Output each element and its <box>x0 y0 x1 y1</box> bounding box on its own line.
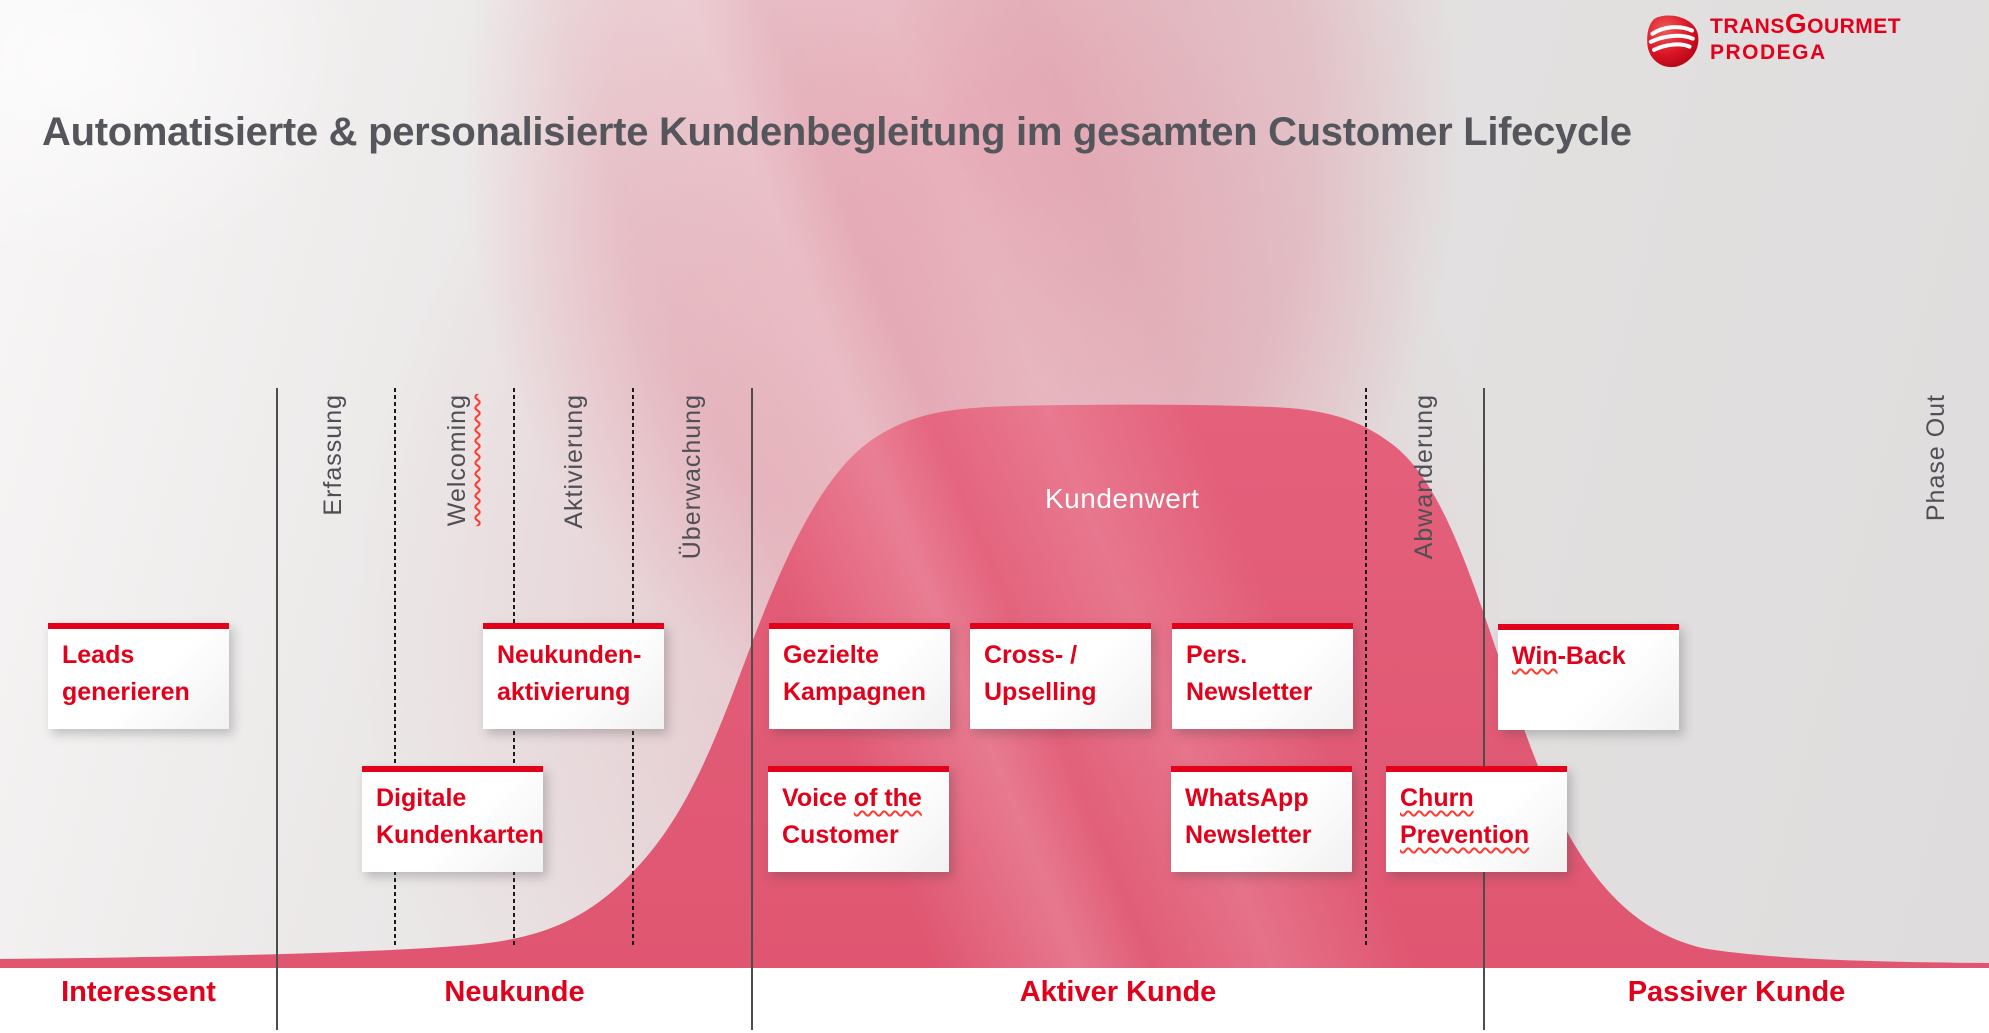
card-line: Neukunden- <box>497 641 642 669</box>
card-text-segment: Win <box>1512 642 1558 670</box>
phase-label-passiver-kunde: Passiver Kunde <box>1627 976 1846 1008</box>
stage-label-welcoming: Welcoming <box>443 394 471 527</box>
card-line: aktivierung <box>497 678 631 706</box>
card-line: Prevention <box>1400 821 1530 849</box>
phase-label-aktiver-kunde: Aktiver Kunde <box>1019 976 1217 1008</box>
card-voice-of-the-customer: Voice of the Customer <box>768 766 949 872</box>
card-line: Pers. <box>1186 641 1248 669</box>
card-line: Kundenkarten <box>376 821 545 849</box>
stage-label-abwanderung: Abwanderung <box>1410 394 1438 560</box>
stage-label-aktivierung: Aktivierung <box>560 394 588 529</box>
card-line: Newsletter <box>1186 678 1313 706</box>
phase-divider-line-neukunde-aktiver <box>751 388 753 1030</box>
fork-logo-icon <box>1647 15 1699 68</box>
phase-divider-line-aktiver-passiver <box>1483 388 1485 1030</box>
phase-divider-line-interessent-neukunde <box>276 388 278 1030</box>
card-line: Newsletter <box>1185 821 1312 849</box>
card-churn-prevention: Churn Prevention <box>1386 766 1567 872</box>
card-line: Voice of the <box>782 780 939 817</box>
card-line: Upselling <box>984 678 1097 706</box>
stage-label-phase-out: Phase Out <box>1922 394 1950 522</box>
card-neukunden-aktivierung: Neukunden- aktivierung <box>483 623 664 729</box>
card-line: Kampagnen <box>783 678 927 706</box>
card-leads-generieren: Leads generieren <box>48 623 229 729</box>
card-win-back: Win-Back <box>1498 624 1679 730</box>
card-whatsapp-newsletter: WhatsApp Newsletter <box>1171 766 1352 872</box>
card-text-segment: Voice <box>782 784 854 812</box>
stage-label-erfassung: Erfassung <box>319 394 347 516</box>
card-line: Customer <box>782 821 899 849</box>
logo-text-segment: G <box>1784 8 1808 39</box>
card-pers-newsletter: Pers. Newsletter <box>1172 623 1353 729</box>
logo-text-segment: TRANS <box>1710 15 1785 38</box>
card-line: Churn <box>1400 784 1474 812</box>
card-line: WhatsApp <box>1185 784 1309 812</box>
card-line: Leads <box>62 641 135 669</box>
stage-divider-dotted-1 <box>394 388 396 948</box>
card-cross-upselling: Cross- / Upselling <box>970 623 1151 729</box>
stage-divider-dotted-4 <box>1365 388 1367 948</box>
card-text-segment: -Back <box>1557 642 1626 670</box>
phase-label-neukunde: Neukunde <box>444 976 585 1008</box>
bottom-phase-band <box>0 968 1989 1033</box>
card-line: Digitale <box>376 784 467 812</box>
card-text-segment: of the <box>853 784 922 812</box>
page-title: Automatisierte & personalisierte Kundenb… <box>42 110 1632 154</box>
stage-label-ueberwachung: Überwachung <box>678 394 706 560</box>
phase-label-interessent: Interessent <box>61 976 216 1008</box>
card-line: Gezielte <box>783 641 879 669</box>
card-line: Win-Back <box>1512 638 1669 675</box>
logo-line-prodega: PRODEGA <box>1710 41 1827 64</box>
card-gezielte-kampagnen: Gezielte Kampagnen <box>769 623 950 729</box>
card-digitale-kundenkarten: Digitale Kundenkarten <box>362 766 545 872</box>
curve-label-kundenwert: Kundenwert <box>1045 483 1200 514</box>
card-line: Cross- / <box>984 641 1078 669</box>
logo-text-segment: OURMET <box>1807 15 1902 38</box>
card-line: generieren <box>62 678 190 706</box>
